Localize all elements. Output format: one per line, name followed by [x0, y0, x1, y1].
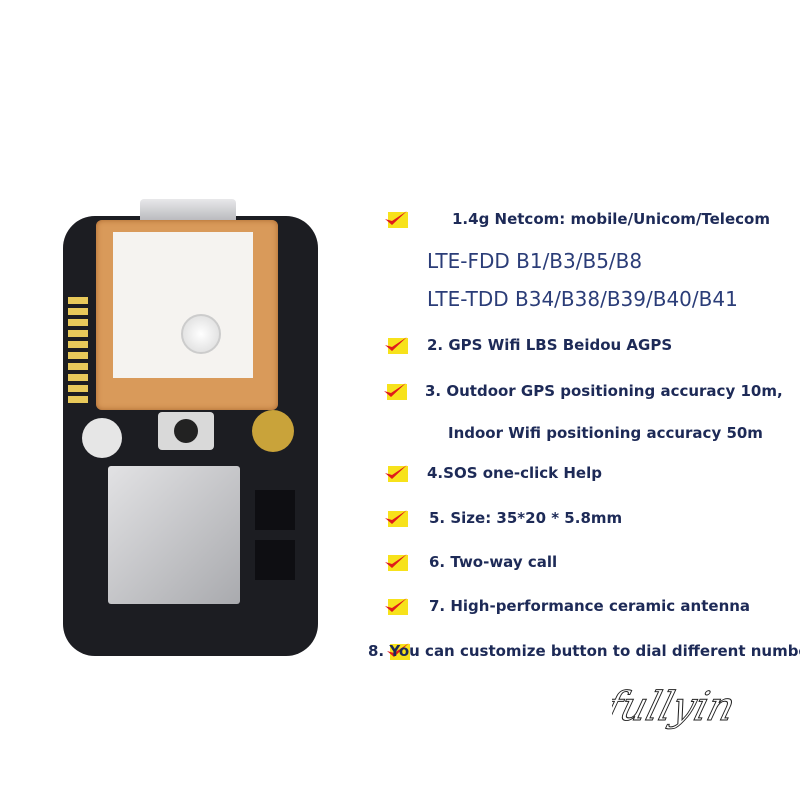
feature-4: 4.SOS one-click Help [427, 464, 602, 482]
lte-tdd-bands: LTE-TDD B34/B38/B39/B40/B41 [427, 287, 738, 311]
checkmark-icon [385, 211, 408, 228]
antenna-feed [181, 314, 221, 354]
chip [255, 490, 295, 530]
feature-6: 6. Two-way call [429, 553, 558, 571]
checkmark-icon [385, 465, 408, 482]
sos-button [158, 412, 214, 450]
edge-pads [68, 297, 88, 407]
checkmark-icon [385, 510, 408, 527]
feature-3: 3. Outdoor GPS positioning accuracy 10m, [425, 382, 783, 400]
sim-card-holder [108, 466, 240, 604]
usb-connector [140, 199, 236, 221]
microphone [82, 418, 122, 458]
checkmark-icon [385, 337, 408, 354]
contact-pad [252, 410, 294, 452]
chip [255, 540, 295, 580]
feature-3-indoor: Indoor Wifi positioning accuracy 50m [448, 424, 763, 442]
svg-text:fullyin: fullyin [612, 683, 740, 730]
feature-5: 5. Size: 35*20 * 5.8mm [429, 509, 623, 527]
lte-fdd-bands: LTE-FDD B1/B3/B5/B8 [427, 249, 643, 273]
checkmark-icon [384, 383, 407, 400]
antenna-top [113, 232, 253, 378]
checkmark-icon [385, 598, 408, 615]
feature-7: 7. High-performance ceramic antenna [429, 597, 751, 615]
feature-1: 1.4g Netcom: mobile/Unicom/Telecom [452, 210, 770, 228]
signature-logo: fullyin [597, 672, 762, 746]
ceramic-antenna [96, 220, 278, 410]
feature-8: 8. You can customize button to dial diff… [368, 642, 800, 660]
feature-2: 2. GPS Wifi LBS Beidou AGPS [427, 336, 673, 354]
checkmark-icon [385, 554, 408, 571]
